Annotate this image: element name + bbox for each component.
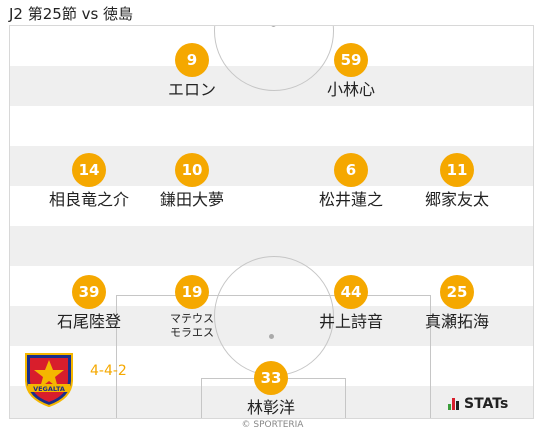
formation-label: 4-4-2 xyxy=(90,363,127,379)
player-name: マテウス モラエス xyxy=(170,312,214,339)
center-spot xyxy=(271,26,276,27)
player-gk[interactable]: 33 林彰洋 xyxy=(216,361,326,418)
player-number-badge: 19 xyxy=(175,275,209,309)
player-name: エロン xyxy=(167,80,216,99)
player-number-badge: 6 xyxy=(334,153,368,187)
player-number-badge: 44 xyxy=(334,275,368,309)
logo-text: VEGALTA xyxy=(33,385,65,393)
player-name: 井上詩音 xyxy=(318,312,383,331)
player-df-2[interactable]: 19 マテウス モラエス xyxy=(137,275,247,340)
player-name: 小林心 xyxy=(326,80,375,99)
player-number-badge: 10 xyxy=(175,153,209,187)
player-name: 相良竜之介 xyxy=(48,190,129,209)
player-df-3[interactable]: 44 井上詩音 xyxy=(296,275,406,332)
player-number-badge: 33 xyxy=(254,361,288,395)
player-fw-left[interactable]: 9 エロン xyxy=(137,43,247,100)
penalty-spot xyxy=(269,334,274,339)
player-name: 石尾陸登 xyxy=(56,312,121,331)
player-name: 鎌田大夢 xyxy=(159,190,224,209)
player-number-badge: 9 xyxy=(175,43,209,77)
player-number-badge: 14 xyxy=(72,153,106,187)
match-title: J2 第25節 vs 徳島 xyxy=(9,5,134,23)
pitch xyxy=(9,25,534,419)
player-number-badge: 39 xyxy=(72,275,106,309)
club-logo-icon: VEGALTA xyxy=(25,353,73,408)
stats-label: STATs xyxy=(464,396,509,412)
penalty-area xyxy=(116,295,431,418)
player-fw-right[interactable]: 59 小林心 xyxy=(296,43,406,100)
player-df-1[interactable]: 39 石尾陸登 xyxy=(34,275,144,332)
player-number-badge: 59 xyxy=(334,43,368,77)
player-mf-4[interactable]: 11 郷家友太 xyxy=(402,153,512,210)
player-mf-2[interactable]: 10 鎌田大夢 xyxy=(137,153,247,210)
player-number-badge: 11 xyxy=(440,153,474,187)
player-df-4[interactable]: 25 真瀬拓海 xyxy=(402,275,512,332)
player-number-badge: 25 xyxy=(440,275,474,309)
player-mf-1[interactable]: 14 相良竜之介 xyxy=(34,153,144,210)
player-name: 林彰洋 xyxy=(246,398,295,417)
stats-bars-icon xyxy=(448,398,460,410)
credit: © SPORTERIA xyxy=(241,420,304,430)
stats-brand: STATs xyxy=(448,395,508,413)
player-name: 郷家友太 xyxy=(424,190,489,209)
player-name: 真瀬拓海 xyxy=(424,312,489,331)
player-name: 松井蓮之 xyxy=(318,190,383,209)
player-mf-3[interactable]: 6 松井蓮之 xyxy=(296,153,406,210)
